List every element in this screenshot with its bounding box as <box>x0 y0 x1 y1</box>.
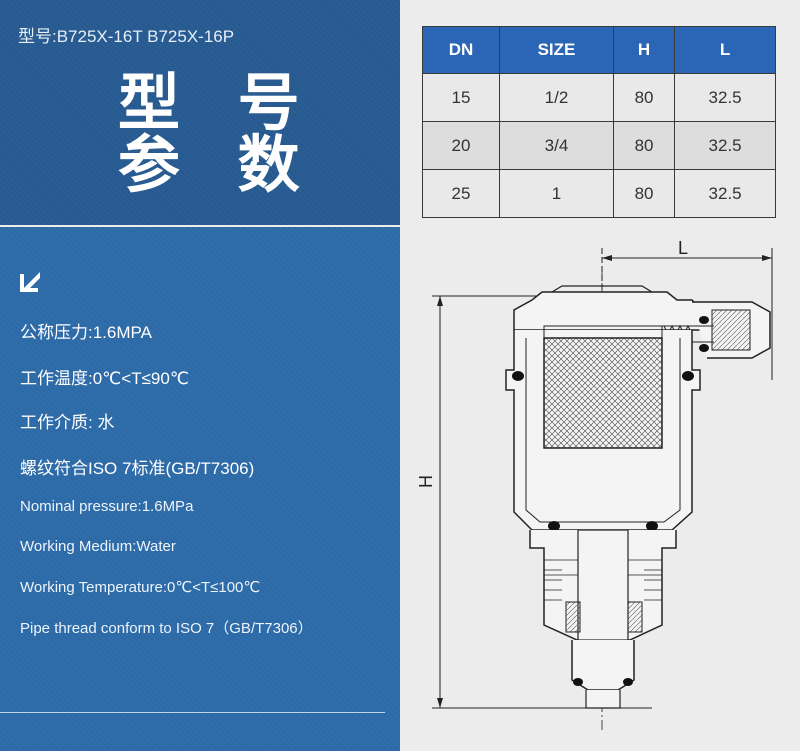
divider <box>0 712 385 713</box>
corner-marker-icon <box>18 270 42 294</box>
table-cell: 1 <box>498 169 614 218</box>
spec-medium-en: Working Medium:Water <box>20 538 176 555</box>
model-line: 型号:B725X-16T B725X-16P <box>18 27 235 46</box>
table-header-row: DN SIZE H L <box>422 26 776 74</box>
spec-thread-en: Pipe thread conform to ISO 7（GB/T7306） <box>20 620 313 637</box>
spec-temperature-en: Working Temperature:0℃<T≤100℃ <box>20 579 261 596</box>
table-cell: 20 <box>422 121 500 170</box>
title-line-2: 参 数 <box>118 128 318 201</box>
table-cell: 80 <box>612 73 676 122</box>
table-cell: 15 <box>422 73 500 122</box>
table-header-dn: DN <box>422 26 500 74</box>
spec-medium-cn: 工作介质: 水 <box>20 413 115 432</box>
valve-technical-drawing: L H <box>416 238 773 730</box>
table-row: 20 3/4 80 32.5 <box>422 121 776 170</box>
left-panel: 型号:B725X-16T B725X-16P 型 号 参 数 公称压力:1.6M… <box>0 0 400 751</box>
table-header-l: L <box>674 26 776 74</box>
title-section: 型号:B725X-16T B725X-16P 型 号 参 数 <box>0 0 400 225</box>
spec-thread-cn: 螺纹符合ISO 7标准(GB/T7306) <box>20 459 255 478</box>
table-header-h: H <box>612 26 676 74</box>
spec-temperature-cn: 工作温度:0℃<T≤90℃ <box>20 369 189 388</box>
spec-pressure-cn: 公称压力:1.6MPA <box>20 323 152 342</box>
dim-label-h: H <box>416 475 436 488</box>
specs-section <box>0 227 400 751</box>
table-header-size: SIZE <box>498 26 614 74</box>
table-row: 25 1 80 32.5 <box>422 169 776 218</box>
dimension-table: DN SIZE H L 15 1/2 80 32.5 20 3/4 80 32.… <box>422 26 776 218</box>
table-row: 15 1/2 80 32.5 <box>422 73 776 122</box>
table-cell: 25 <box>422 169 500 218</box>
table-cell: 32.5 <box>674 121 776 170</box>
table-cell: 80 <box>612 169 676 218</box>
table-cell: 1/2 <box>498 73 614 122</box>
table-cell: 32.5 <box>674 169 776 218</box>
table-cell: 32.5 <box>674 73 776 122</box>
spec-pressure-en: Nominal pressure:1.6MPa <box>20 498 194 515</box>
table-cell: 3/4 <box>498 121 614 170</box>
table-cell: 80 <box>612 121 676 170</box>
title-line-1: 型 号 <box>118 66 318 139</box>
dim-label-l: L <box>678 238 688 258</box>
page-title: 型 号 参 数 <box>118 72 318 196</box>
right-panel: DN SIZE H L 15 1/2 80 32.5 20 3/4 80 32.… <box>402 0 800 751</box>
